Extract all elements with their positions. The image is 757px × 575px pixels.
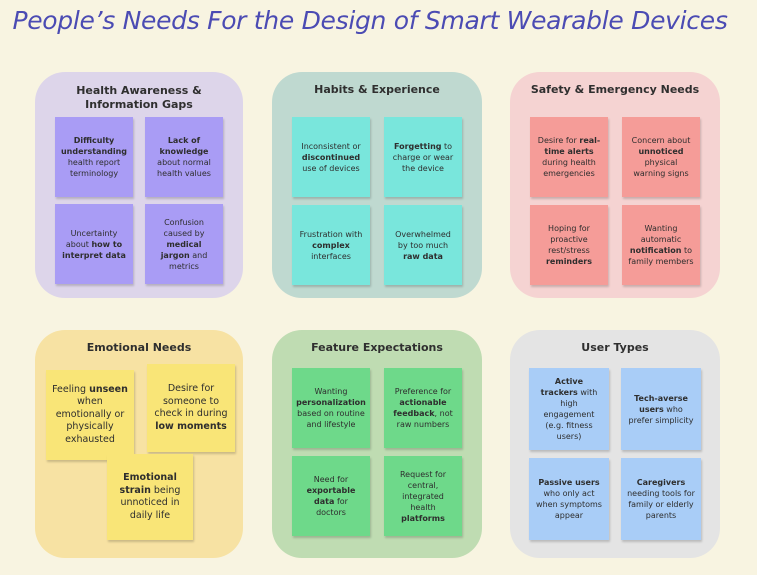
sticky-note[interactable]: Active trackers with high engagement (e.…: [529, 368, 609, 450]
sticky-note[interactable]: Hoping for proactive rest/stress reminde…: [530, 205, 608, 285]
page-title: People’s Needs For the Design of Smart W…: [12, 6, 728, 35]
sticky-note[interactable]: Emotional strain being unnoticed in dail…: [107, 454, 193, 540]
group-user-types: User Types Active trackers with high eng…: [510, 330, 720, 558]
group-title: Safety & Emergency Needs: [530, 83, 700, 96]
sticky-note[interactable]: Feeling unseen when emotionally or physi…: [46, 370, 134, 460]
sticky-note[interactable]: Uncertainty about how to interpret data: [55, 204, 133, 284]
sticky-note[interactable]: Inconsistent or discontinued use of devi…: [292, 117, 370, 197]
sticky-note[interactable]: Need for exportable data for doctors: [292, 456, 370, 536]
sticky-note[interactable]: Concern about unnoticed physical warning…: [622, 117, 700, 197]
sticky-note[interactable]: Forgetting to charge or wear the device: [384, 117, 462, 197]
sticky-note[interactable]: Overwhelmed by too much raw data: [384, 205, 462, 285]
group-title: Feature Expectations: [311, 341, 443, 354]
sticky-note[interactable]: Lack of knowledge about normal health va…: [145, 117, 223, 197]
sticky-note[interactable]: Confusion caused by medical jargon and m…: [145, 204, 223, 284]
sticky-note[interactable]: Difficulty understanding health report t…: [55, 117, 133, 197]
sticky-note[interactable]: Wanting automatic notification to family…: [622, 205, 700, 285]
sticky-note[interactable]: Passive users who only act when symptoms…: [529, 458, 609, 540]
sticky-note[interactable]: Caregivers needing tools for family or e…: [621, 458, 701, 540]
sticky-note[interactable]: Frustration with complex interfaces: [292, 205, 370, 285]
group-title: Emotional Needs: [86, 341, 192, 354]
group-health-awareness: Health Awareness & Information Gaps Diff…: [35, 72, 243, 298]
sticky-note[interactable]: Tech-averse users who prefer simplicity: [621, 368, 701, 450]
sticky-note[interactable]: Desire for real-time alerts during healt…: [530, 117, 608, 197]
sticky-note[interactable]: Preference for actionable feedback, not …: [384, 368, 462, 448]
group-emotional-needs: Emotional Needs Feeling unseen when emot…: [35, 330, 243, 558]
group-habits-experience: Habits & Experience Inconsistent or disc…: [272, 72, 482, 298]
sticky-note[interactable]: Desire for someone to check in during lo…: [147, 364, 235, 452]
group-title: Health Awareness & Information Gaps: [35, 84, 243, 112]
group-safety-emergency: Safety & Emergency Needs Desire for real…: [510, 72, 720, 298]
group-title: User Types: [581, 341, 649, 354]
group-title-line2: Information Gaps: [85, 98, 193, 111]
group-title: Habits & Experience: [314, 83, 440, 96]
group-title-line1: Health Awareness &: [76, 84, 202, 97]
sticky-note[interactable]: Wanting personalization based on routine…: [292, 368, 370, 448]
sticky-note[interactable]: Request for central, integrated health p…: [384, 456, 462, 536]
group-feature-expectations: Feature Expectations Wanting personaliza…: [272, 330, 482, 558]
